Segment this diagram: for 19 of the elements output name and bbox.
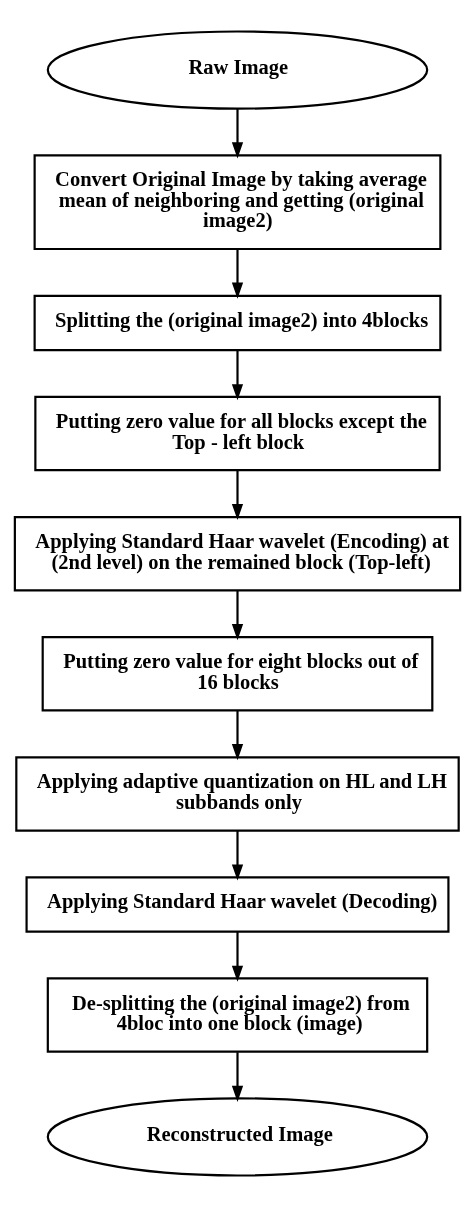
node-box: Applying Standard Haar wavelet (Decoding) bbox=[24, 876, 450, 933]
arrow bbox=[231, 470, 243, 521]
node-box: Convert Original Image by taking average mean of neighboring and getting (original image2) bbox=[33, 154, 441, 251]
arrow bbox=[231, 249, 243, 299]
arrow bbox=[231, 108, 243, 159]
node-box: Applying adaptive quantization on HL and LH subbands only bbox=[14, 756, 460, 832]
node-box: De-splitting the (original image2) from 4bloc into one block (image) bbox=[46, 977, 428, 1053]
arrow bbox=[231, 932, 243, 982]
node-box: Putting zero value for all blocks except the Top - left block bbox=[33, 395, 441, 472]
arrow bbox=[231, 350, 243, 401]
arrow bbox=[231, 710, 243, 761]
arrow bbox=[231, 830, 243, 881]
node-ellipse: Raw Image bbox=[46, 30, 428, 110]
node-box: Splitting the (original image2) into 4blocks bbox=[33, 294, 441, 352]
node-box: Putting zero value for eight blocks out of 16 blocks bbox=[41, 636, 433, 712]
node-box: Applying Standard Haar wavelet (Encoding) at (2nd level) on the remained block (Top-left) bbox=[13, 515, 461, 592]
arrow bbox=[231, 590, 243, 641]
node-ellipse: Reconstructed Image bbox=[46, 1097, 428, 1177]
arrow bbox=[231, 1052, 243, 1102]
